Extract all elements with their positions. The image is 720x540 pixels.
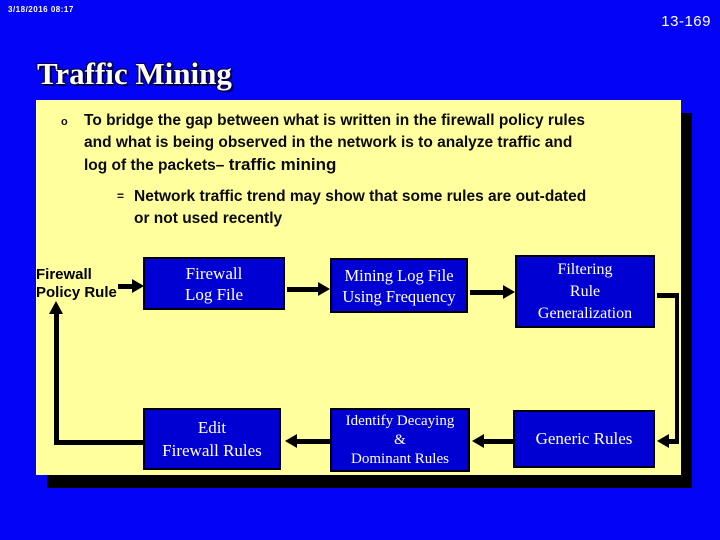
flow-box-identify-decaying-dominant-rules: Identify Decaying & Dominant Rules — [330, 408, 470, 472]
arrow-generic-to-identify-head — [472, 434, 484, 448]
arrow-edit-to-policy-vertical-shaft — [54, 313, 59, 444]
sub-bullet-line-2: or not used recently — [134, 210, 283, 227]
sub-bullet-marker: = — [117, 189, 125, 203]
arrow-generic-to-identify-shaft — [483, 439, 513, 444]
flow-box-filtering-rule-generalization: Filtering Rule Generalization — [515, 255, 655, 328]
arrow-mining-to-filtering-head — [503, 285, 515, 299]
arrow-filtering-to-generic-top-shaft — [657, 293, 679, 298]
bullet-emphasis: traffic mining — [228, 155, 337, 174]
arrow-filtering-to-generic-bottom-shaft — [668, 439, 679, 444]
arrow-policy-to-logfile-head — [132, 279, 144, 293]
bullet-line-3: log of the packets– traffic mining — [84, 155, 337, 174]
arrow-identify-to-edit-shaft — [296, 439, 330, 444]
flow-box-generic-rules: Generic Rules — [513, 410, 655, 468]
arrow-logfile-to-mining-shaft — [287, 287, 320, 292]
slide-title: Traffic Mining — [37, 56, 232, 91]
arrow-identify-to-edit-head — [285, 434, 297, 448]
slide-page-number: 13-169 — [661, 13, 711, 30]
bullet-line-1: To bridge the gap between what is writte… — [84, 112, 585, 129]
sub-bullet-line-1: Network traffic trend may show that some… — [134, 188, 587, 205]
bullet-text: To bridge the gap between what is writte… — [84, 110, 585, 177]
arrow-filtering-to-generic-vertical-shaft — [674, 293, 679, 443]
flow-box-mining-log-file: Mining Log File Using Frequency — [330, 258, 468, 313]
arrow-edit-to-policy-head — [49, 301, 63, 314]
slide-timestamp: 3/18/2016 08:17 — [8, 5, 74, 14]
flow-box-firewall-log-file: Firewall Log File — [143, 257, 285, 310]
arrow-policy-to-logfile-shaft — [118, 284, 135, 289]
arrow-logfile-to-mining-head — [318, 282, 330, 296]
flow-label-firewall-policy-rule: Firewall Policy Rule — [36, 266, 117, 301]
arrow-mining-to-filtering-shaft — [470, 290, 504, 295]
bullet-marker: o — [61, 116, 68, 128]
sub-bullet-text: Network traffic trend may show that some… — [134, 186, 586, 230]
arrow-filtering-to-generic-head — [657, 434, 669, 448]
flow-box-edit-firewall-rules: Edit Firewall Rules — [143, 408, 281, 470]
bullet-line-2: and what is being observed in the networ… — [84, 134, 573, 151]
arrow-edit-to-policy-bottom-shaft — [54, 440, 143, 445]
